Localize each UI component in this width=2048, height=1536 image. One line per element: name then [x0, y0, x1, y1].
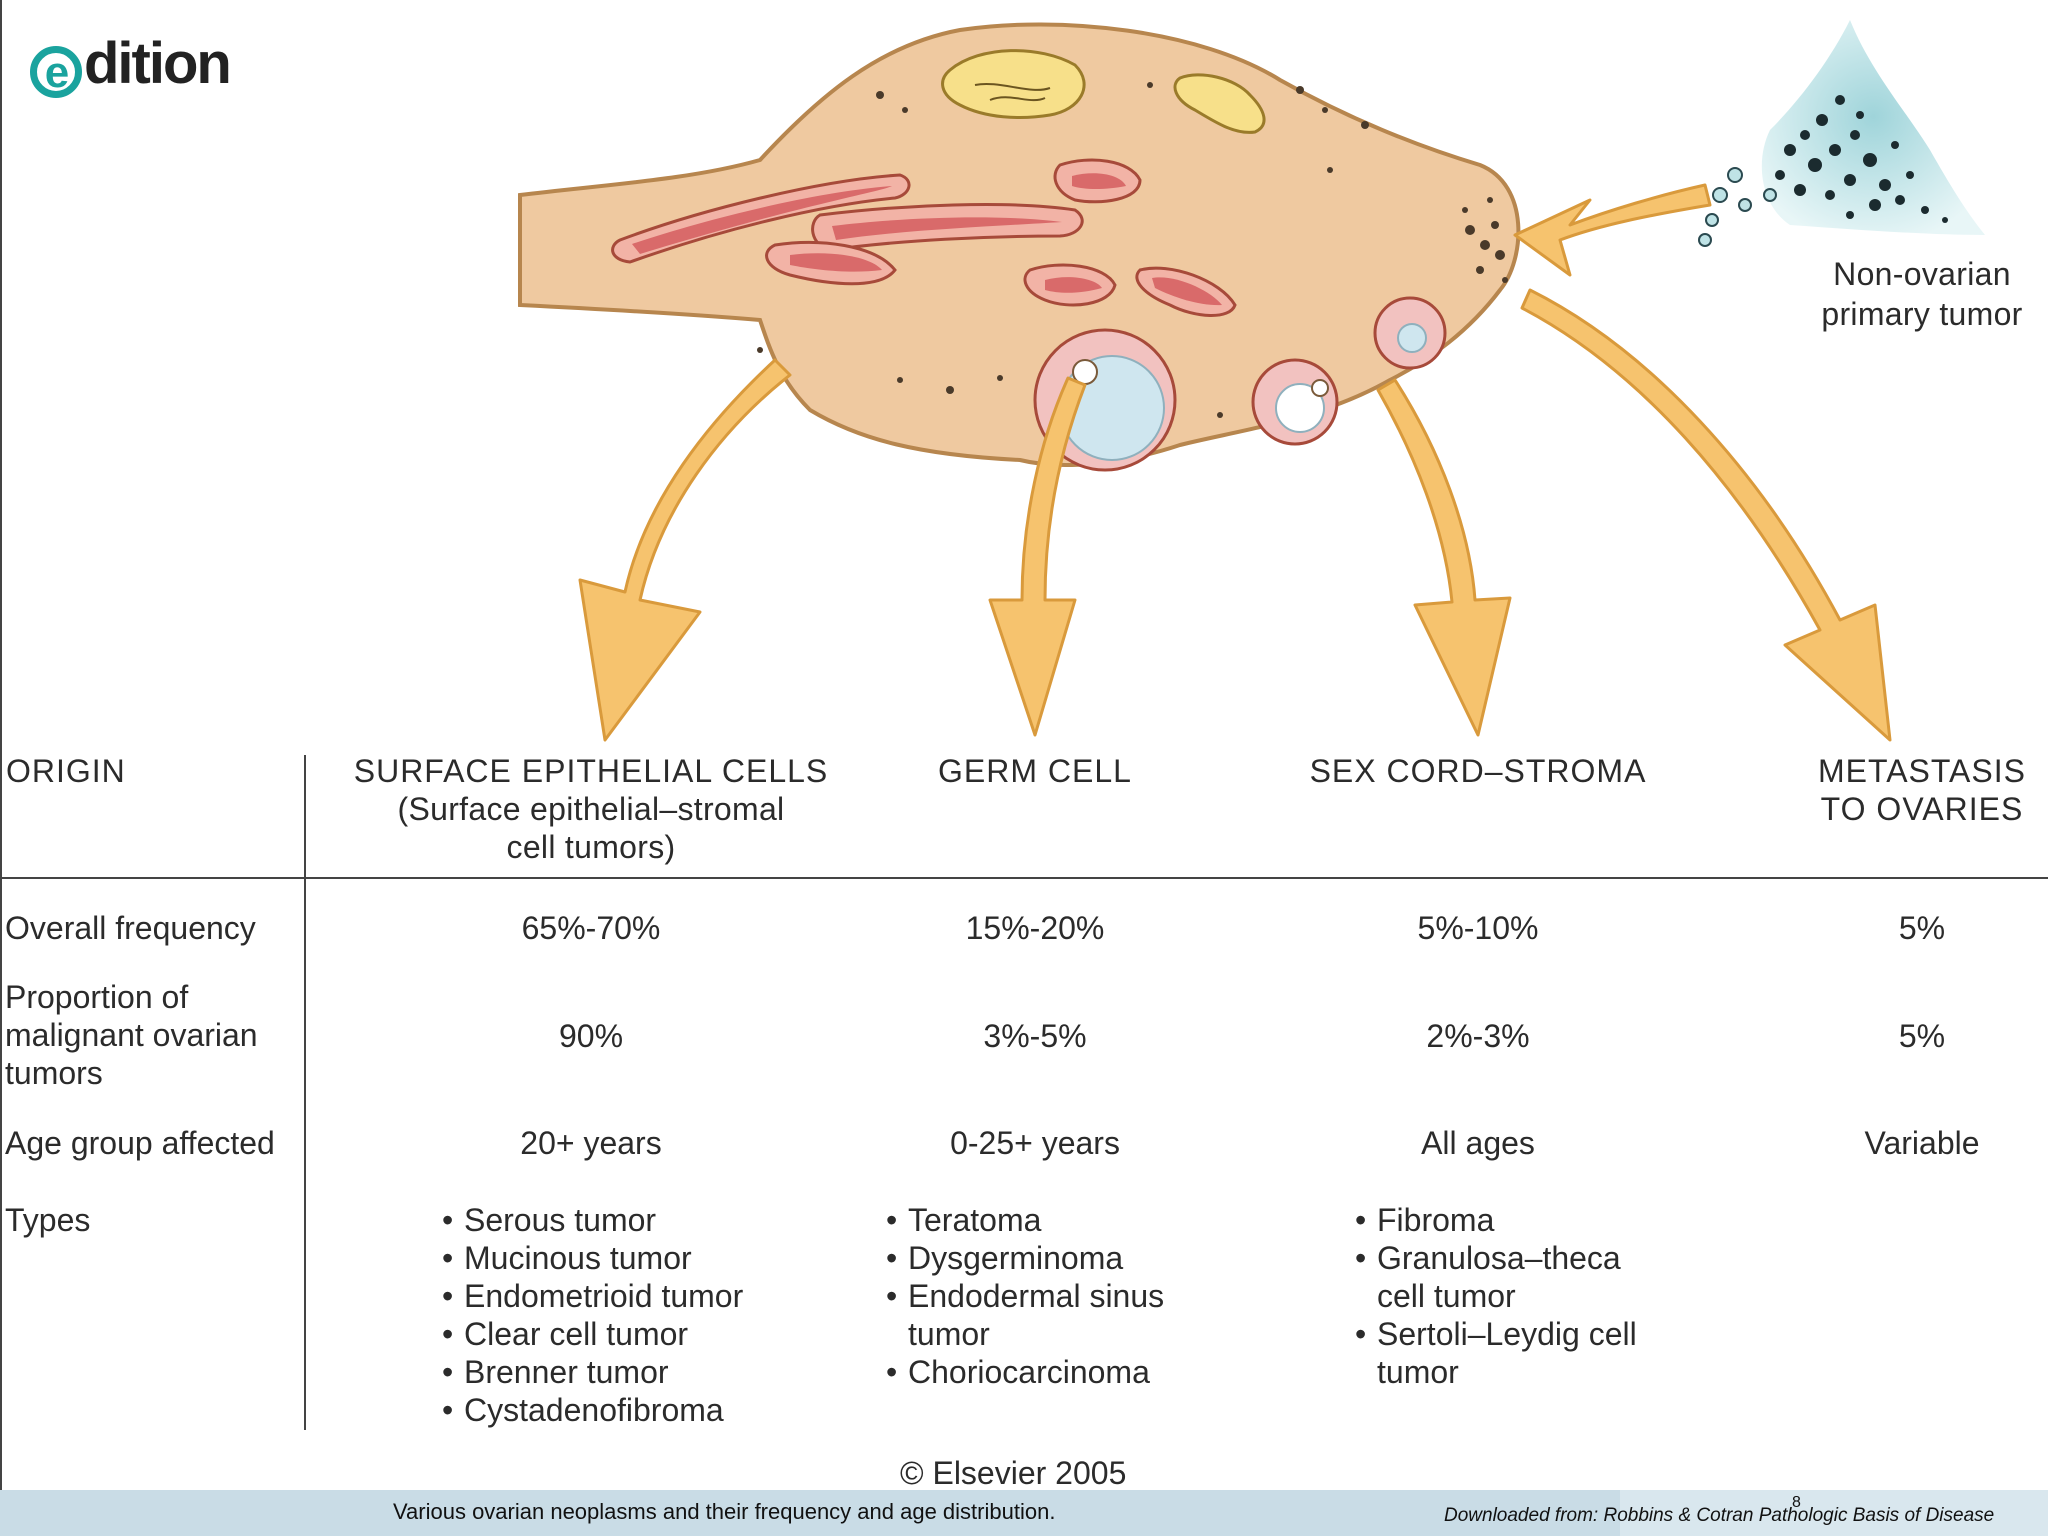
row-label-line: Proportion of [5, 979, 189, 1015]
list-item: Clear cell tumor [442, 1315, 743, 1353]
stroma-dots [757, 82, 1508, 418]
list-item: Fibroma [1355, 1201, 1655, 1239]
source-label: Non-ovarian primary tumor [1821, 254, 2022, 334]
cell-age: Variable [1864, 1125, 1980, 1161]
header-line: (Surface epithelial–stromal [397, 791, 785, 827]
types-list-germ-cell: Teratoma Dysgerminoma Endodermal sinus t… [886, 1201, 1216, 1391]
blood-vessels [611, 158, 1237, 317]
origin-label: ORIGIN [6, 753, 126, 789]
row-label-line: tumors [5, 1055, 103, 1091]
header-surface-epithelial: SURFACE EPITHELIAL CELLS (Surface epithe… [354, 752, 829, 866]
header-line: METASTASIS [1818, 753, 2026, 789]
footer-right-panel [1620, 1490, 2048, 1536]
cell-malignant: 3%-5% [983, 1018, 1087, 1054]
slide-footer [0, 1490, 2048, 1536]
list-item: Sertoli–Leydig cell tumor [1355, 1315, 1667, 1391]
row-label-types: Types [5, 1202, 91, 1238]
slide-caption: Various ovarian neoplasms and their freq… [393, 1499, 1056, 1524]
arrow-sex-cord-stroma [1376, 378, 1512, 737]
row-label-malignant: Proportion of malignant ovarian tumors [5, 978, 258, 1092]
origin-arrows [578, 183, 1892, 742]
cell-frequency: 5% [1898, 910, 1946, 946]
cell-malignant: 5% [1898, 1018, 1946, 1054]
list-item: Teratoma [886, 1201, 1216, 1239]
logo-e-mark: e [30, 46, 82, 98]
types-list-sex-cord-stroma: Fibroma Granulosa–theca cell tumor Serto… [1355, 1201, 1655, 1391]
cell-age: All ages [1421, 1125, 1535, 1161]
list-item: Dysgerminoma [886, 1239, 1216, 1277]
follicles [1033, 296, 1447, 472]
list-item: Granulosa–theca cell tumor [1355, 1239, 1667, 1315]
cell-malignant: 2%-3% [1426, 1018, 1530, 1054]
corpus-luteum [941, 49, 1266, 134]
page-number: 8 [1792, 1494, 1801, 1511]
header-metastasis: METASTASIS TO OVARIES [1818, 752, 2026, 828]
row-label-age: Age group affected [5, 1125, 275, 1161]
cell-age: 20+ years [520, 1125, 662, 1161]
header-sex-cord-stroma: SEX CORD–STROMA [1310, 752, 1647, 790]
list-item: Serous tumor [442, 1201, 743, 1239]
header-line: SURFACE EPITHELIAL CELLS [353, 753, 829, 789]
arrow-surface-epithelial [578, 358, 792, 742]
list-item: Brenner tumor [442, 1353, 743, 1391]
cell-frequency: 5%-10% [1417, 910, 1539, 946]
copyright: © Elsevier 2005 [900, 1455, 1127, 1491]
header-line: SEX CORD–STROMA [1309, 753, 1647, 789]
source-citation: Downloaded from: Robbins & Cotran Pathol… [1444, 1505, 1995, 1526]
list-item: Cystadenofibroma [442, 1391, 743, 1429]
cell-age: 0-25+ years [950, 1125, 1120, 1161]
list-item: Choriocarcinoma [886, 1353, 1216, 1391]
arrow-metastasis [1520, 288, 1892, 742]
types-list-surface-epithelial: Serous tumor Mucinous tumor Endometrioid… [442, 1201, 743, 1429]
logo-text: dition [84, 31, 232, 96]
header-line: cell tumors) [506, 829, 676, 865]
list-item: Endometrioid tumor [442, 1277, 743, 1315]
row-label-frequency: Overall frequency [5, 910, 256, 946]
list-item: Endodermal sinus tumor [886, 1277, 1228, 1353]
cell-frequency: 65%-70% [521, 910, 661, 946]
header-line: GERM CELL [938, 753, 1132, 789]
cell-frequency: 15%-20% [965, 910, 1105, 946]
primary-tumor [1698, 20, 1985, 247]
ovary-diagram [0, 0, 2048, 1490]
header-line: TO OVARIES [1820, 791, 2024, 827]
source-label-line-1: Non-ovarian [1833, 256, 2011, 292]
list-item: Mucinous tumor [442, 1239, 743, 1277]
row-label-line: malignant ovarian [5, 1017, 258, 1053]
header-germ-cell: GERM CELL [938, 752, 1132, 790]
arrow-germ-cell [988, 376, 1087, 737]
cell-malignant: 90% [558, 1018, 624, 1054]
ovary-body [518, 22, 1521, 467]
source-label-line-2: primary tumor [1821, 296, 2023, 332]
arrow-tumor-to-ovary [1513, 183, 1712, 277]
